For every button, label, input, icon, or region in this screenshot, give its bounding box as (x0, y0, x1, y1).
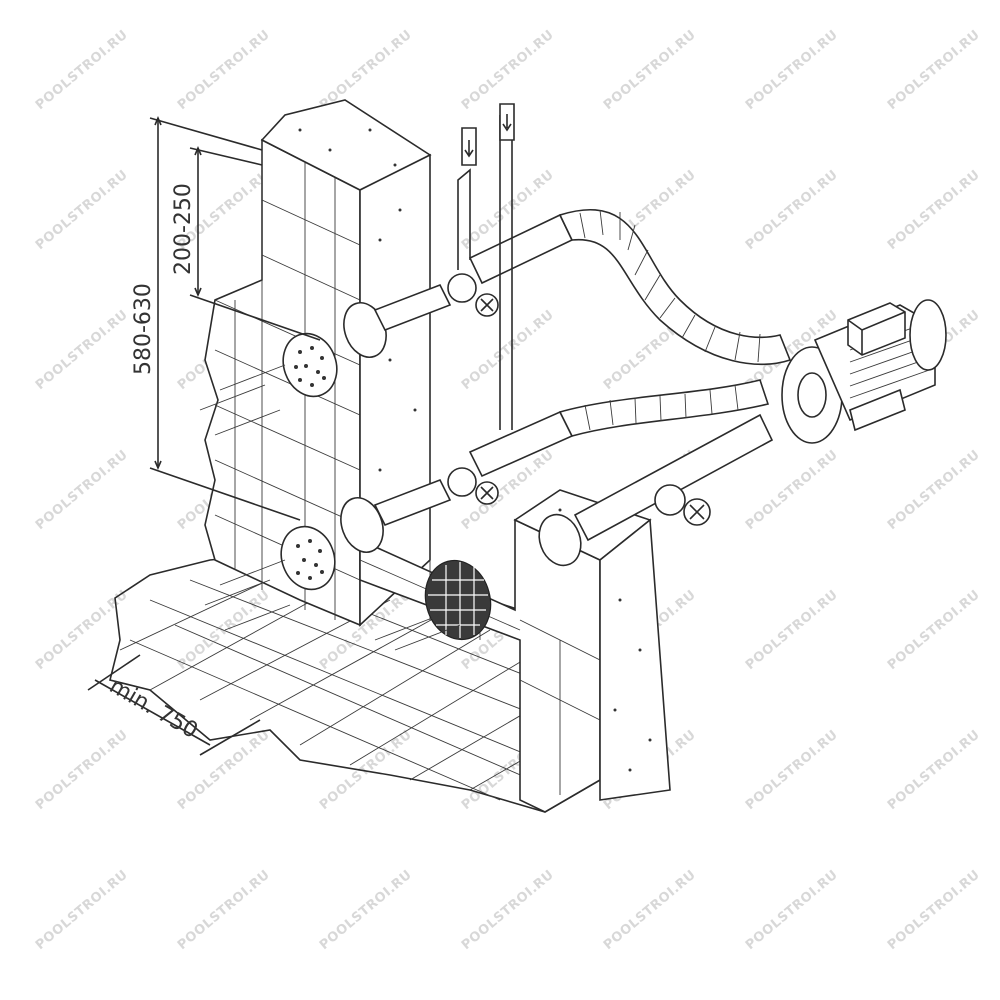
watermark-text: POOLSTROI.RU (459, 27, 557, 113)
watermark-text: POOLSTROI.RU (743, 867, 841, 953)
pump (781, 299, 947, 444)
watermark-text: POOLSTROI.RU (885, 447, 983, 533)
flow-arrows (199, 364, 461, 651)
nozzle-upper (282, 302, 387, 398)
watermark-layer: POOLSTROI.RU POOLSTROI.RU POOLSTROI.RU POOL… (33, 27, 983, 953)
watermark-text: POOLSTROI.RU (33, 587, 131, 673)
watermark-text: POOLSTROI.RU (33, 727, 131, 813)
dimension-top-offset: 200-250 (171, 183, 196, 275)
nozzle-lower (280, 497, 384, 591)
watermark-text: POOLSTROI.RU (885, 167, 983, 253)
watermark-text: POOLSTROI.RU (33, 307, 131, 393)
watermark-text: POOLSTROI.RU (885, 27, 983, 113)
suction-grate (424, 559, 492, 641)
watermark-text: POOLSTROI.RU (743, 727, 841, 813)
watermark-text: POOLSTROI.RU (317, 27, 415, 113)
watermark-text: POOLSTROI.RU (175, 867, 273, 953)
watermark-text: POOLSTROI.RU (459, 307, 557, 393)
watermark-text: POOLSTROI.RU (743, 167, 841, 253)
watermark-text: POOLSTROI.RU (33, 167, 131, 253)
watermark-text: POOLSTROI.RU (743, 587, 841, 673)
watermark-text: POOLSTROI.RU (33, 27, 131, 113)
watermark-text: POOLSTROI.RU (317, 727, 415, 813)
watermark-text: POOLSTROI.RU (459, 867, 557, 953)
watermark-text: POOLSTROI.RU (33, 447, 131, 533)
watermark-text: POOLSTROI.RU (743, 27, 841, 113)
watermark-text: POOLSTROI.RU (601, 867, 699, 953)
watermark-text: POOLSTROI.RU (601, 27, 699, 113)
watermark-text: POOLSTROI.RU (885, 587, 983, 673)
dimension-total-height: 580-630 (131, 283, 156, 375)
watermark-text: POOLSTROI.RU (885, 867, 983, 953)
dimensions (87, 115, 321, 756)
watermark-text: POOLSTROI.RU (743, 447, 841, 533)
pipework (373, 103, 792, 567)
watermark-text: POOLSTROI.RU (317, 867, 415, 953)
watermark-text: POOLSTROI.RU (33, 867, 131, 953)
watermark-text: POOLSTROI.RU (885, 727, 983, 813)
watermark-text: POOLSTROI.RU (175, 27, 273, 113)
